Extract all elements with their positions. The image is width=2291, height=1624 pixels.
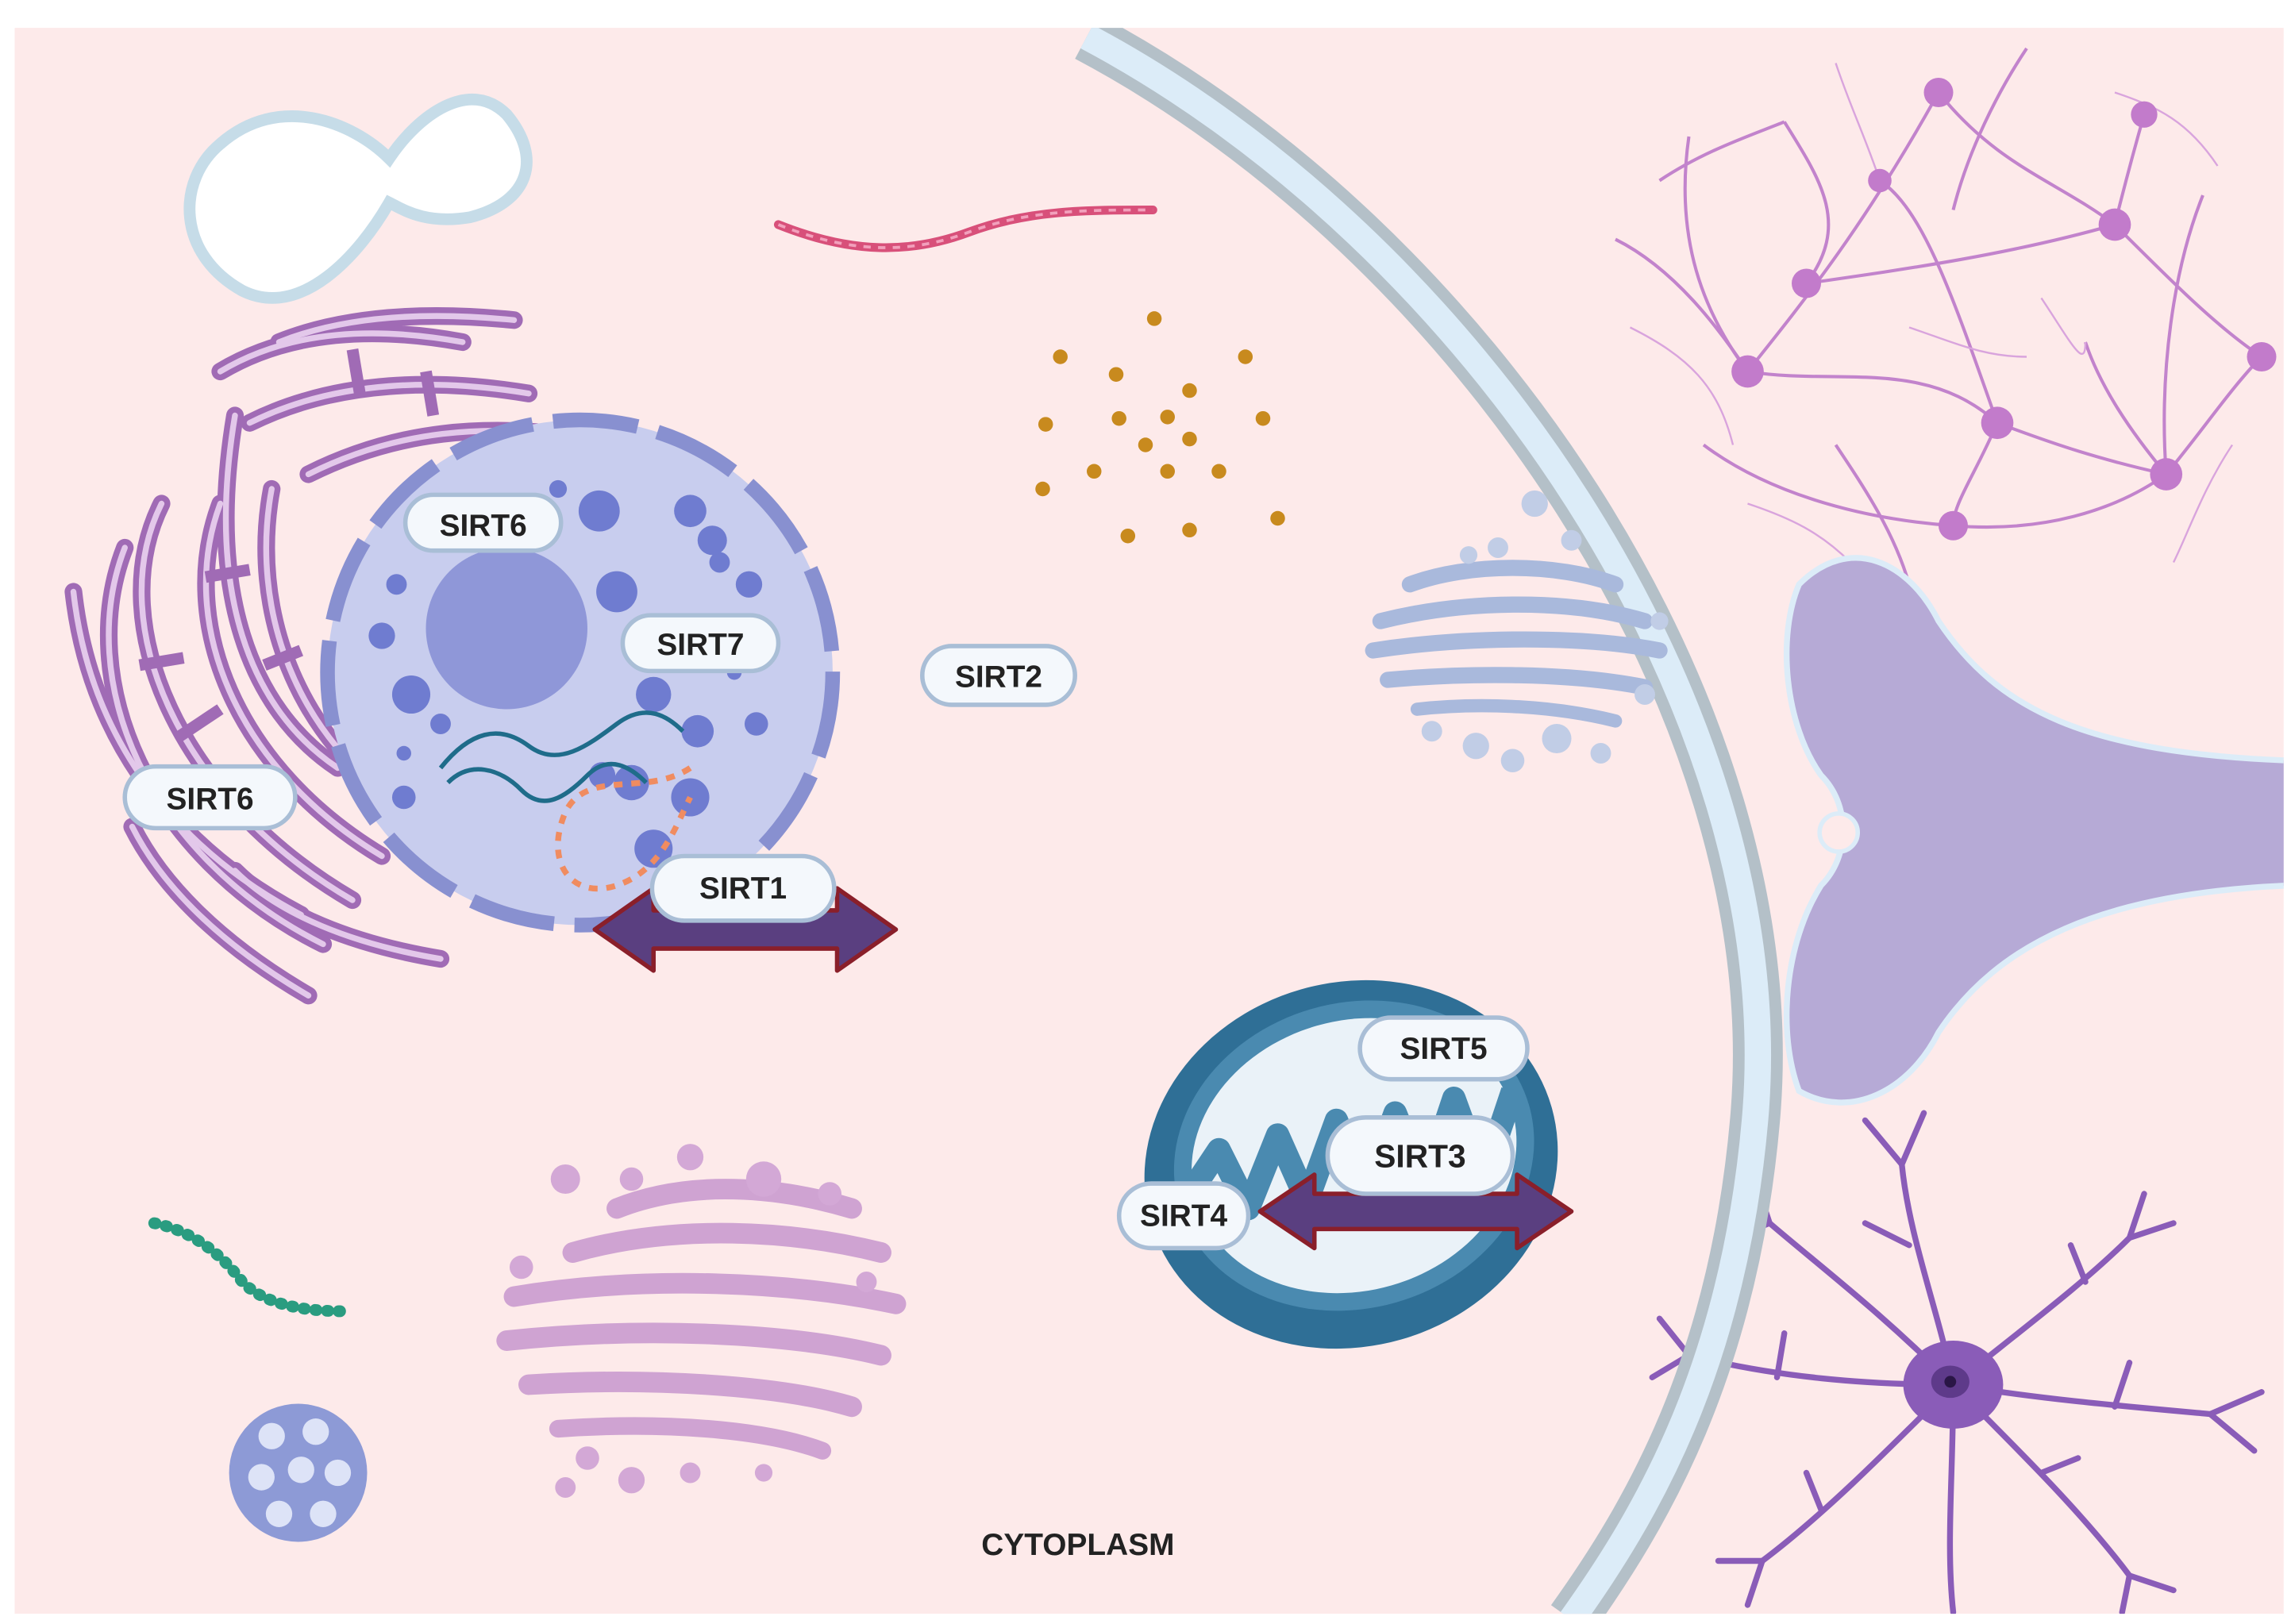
sirt3-badge: SIRT3 <box>1325 1115 1515 1196</box>
golgi-apparatus-upper <box>1365 560 1668 728</box>
dna-strand <box>438 710 685 770</box>
sirt4-label: SIRT4 <box>1140 1199 1227 1233</box>
sirt6-nucleus-badge: SIRT6 <box>402 492 564 553</box>
chromatin-granules <box>368 479 768 868</box>
nuclear-envelope <box>320 412 841 933</box>
secretory-granules <box>1035 311 1285 544</box>
neuron-network <box>1615 47 2263 585</box>
vacuole <box>183 94 533 304</box>
sirt1-label: SIRT1 <box>699 872 787 906</box>
sirt4-badge: SIRT4 <box>1116 1181 1251 1251</box>
sirt3-label: SIRT3 <box>1374 1138 1465 1175</box>
rna-loop <box>555 765 693 892</box>
golgi-vesicles-upper <box>1421 490 1669 773</box>
neuron-network-fine <box>1629 63 2234 564</box>
sirt6-er-label: SIRT6 <box>167 782 254 816</box>
sirt6-nucleus-label: SIRT6 <box>440 509 527 543</box>
synaptic-terminal <box>1783 555 2284 1106</box>
sirt1-badge: SIRT1 <box>649 853 837 923</box>
cytoplasm-label: CYTOPLASM <box>981 1528 1174 1562</box>
golgi-vesicles-lower <box>509 1144 877 1498</box>
sirt7-label: SIRT7 <box>656 628 744 662</box>
sirt6-er-badge: SIRT6 <box>122 764 298 831</box>
er-rungs <box>138 348 440 744</box>
neuron-cell-bodies <box>1731 78 2277 541</box>
sirt7-badge: SIRT7 <box>620 613 781 674</box>
sirt5-badge: SIRT5 <box>1357 1015 1530 1082</box>
nucleolus <box>425 548 587 710</box>
sirt2-label: SIRT2 <box>955 660 1042 695</box>
sirt3-shuttle-arrow <box>1257 1172 1574 1251</box>
sirt5-label: SIRT5 <box>1400 1032 1488 1066</box>
synaptic-vesicle <box>1817 811 1861 854</box>
bead-chain <box>148 1217 352 1318</box>
sirt2-badge: SIRT2 <box>920 644 1077 707</box>
